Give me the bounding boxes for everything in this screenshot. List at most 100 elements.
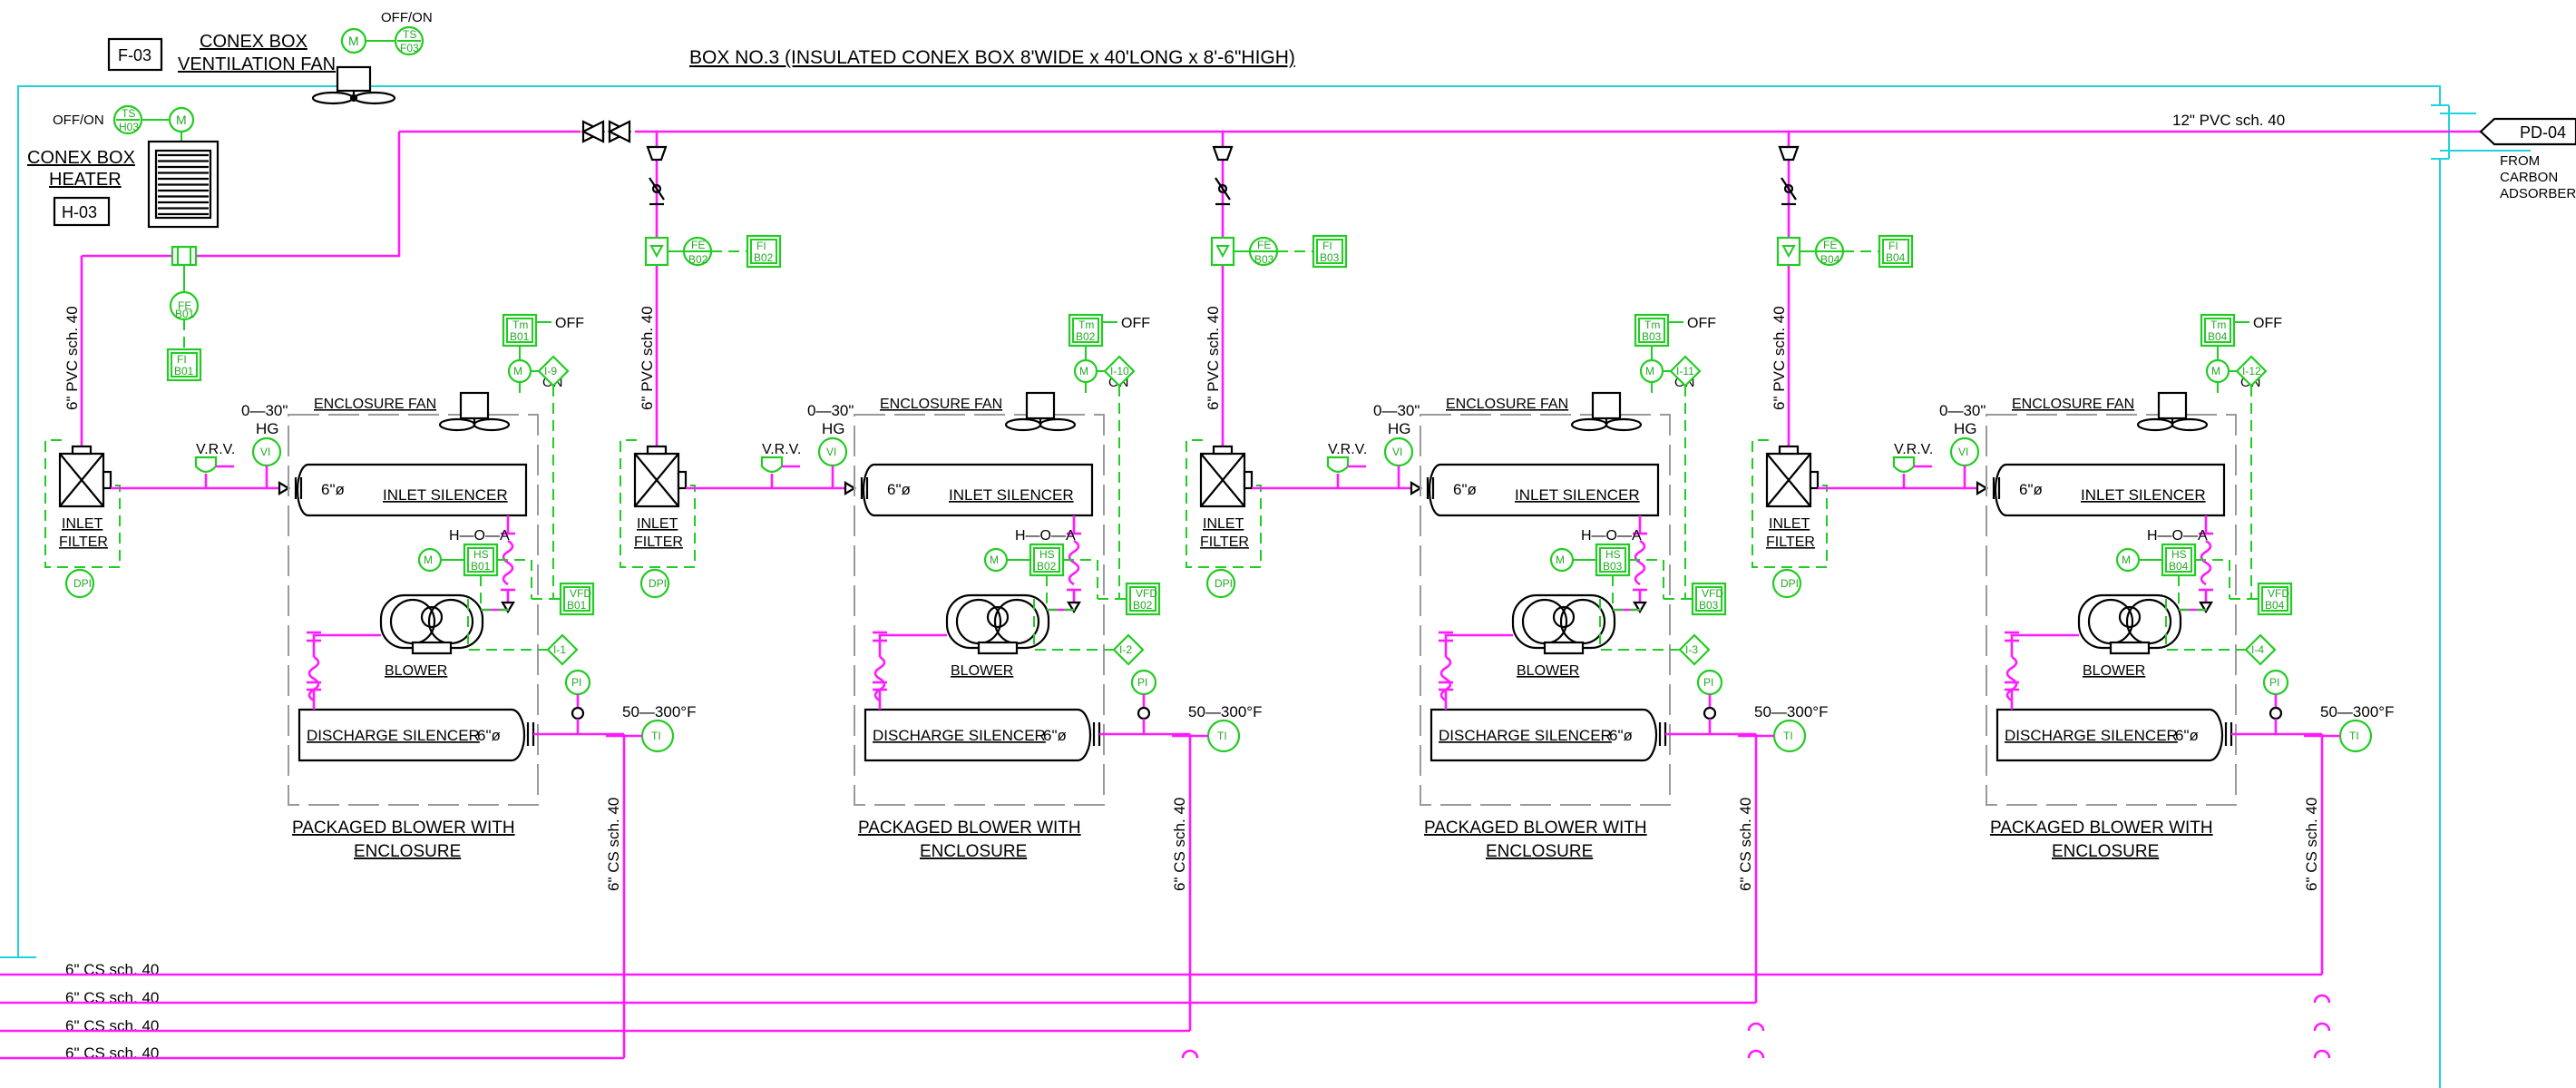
- discharge-size-label: 6"ø: [477, 727, 501, 744]
- package-label-1: PACKAGED BLOWER WITH: [292, 818, 515, 838]
- flow-tube: [644, 236, 669, 267]
- vac-range-1: 0—30": [1939, 402, 1986, 419]
- enclosure-fan-blade-r: [2171, 417, 2209, 432]
- hand-switch-label-bottom: B03: [1603, 560, 1623, 573]
- crossover-gap: [1183, 1052, 1197, 1064]
- flow-tube-arrow: [1781, 245, 1796, 259]
- process-header: 12" PVC sch. 40 PD-04 FROM CARBON ADSORB…: [206, 112, 2576, 258]
- crossover-arc: [1181, 1049, 1199, 1059]
- hoa-label: H—O—A: [1015, 528, 1076, 544]
- enclosure-fan-blade-r: [1605, 417, 1643, 432]
- blower-discharge-pipe: [878, 633, 947, 657]
- heater-tag: H-03: [62, 203, 97, 221]
- temperature-switch-label-bottom: B04: [2208, 330, 2228, 343]
- hs-signal: [480, 575, 513, 611]
- hand-switch-label-top: HS: [1039, 548, 1055, 561]
- vacuum-indicator-label-top: VI: [260, 446, 270, 458]
- flow-tube-arrow: [1215, 245, 1230, 259]
- vacuum-relief-valve: [1892, 456, 1916, 474]
- crossover-arc: [2313, 1049, 2331, 1059]
- flow-indicator-label-bottom: B02: [754, 251, 774, 264]
- crossover-gap: [2315, 1024, 2329, 1037]
- blower-base: [977, 641, 1019, 655]
- variable-frequency-drive-label-top: VFD: [570, 587, 591, 600]
- check-valve-dot: [1783, 183, 1794, 194]
- pi-snubber: [1703, 706, 1717, 720]
- fan-interlock-label: I-9: [544, 365, 557, 377]
- temp-range-label: 50—300°F: [1754, 703, 1828, 720]
- blower-lobe-2: [2125, 598, 2172, 645]
- vac-range-1: 0—30": [1373, 402, 1420, 419]
- temperature-switch-label-bottom: B01: [510, 330, 530, 343]
- blower-discharge-pipe: [312, 633, 381, 657]
- temperature-indicator: TI: [1772, 719, 1807, 753]
- hoa-label: H—O—A: [449, 528, 510, 544]
- flow-indicator-label-top: FI: [756, 240, 766, 252]
- flow-tube: [1210, 236, 1235, 267]
- discharge-silencer-label: DISCHARGE SILENCER: [307, 727, 480, 744]
- dpi-signal: [620, 439, 696, 568]
- fan-interlock: I-10: [1103, 355, 1136, 387]
- vacuum-indicator-label-top: VI: [1958, 446, 1968, 458]
- pi-snubber: [571, 706, 585, 720]
- fan-motor-starter: M: [1639, 358, 1664, 384]
- inlet-flow-arrow: [844, 481, 857, 495]
- pipe-crossovers: [1181, 994, 2331, 1064]
- differential-pressure-indicator: DPI: [639, 568, 670, 599]
- blower-motor-starter-label-top: M: [424, 554, 433, 566]
- enclosure-fan-blade-l: [2136, 417, 2174, 432]
- header-pipe-label: 12" PVC sch. 40: [2172, 112, 2285, 129]
- enclosure-fan-motor: [459, 391, 490, 420]
- blower-rotor: [420, 605, 444, 629]
- inlet-filter-outlet: [102, 470, 112, 490]
- inlet-silencer: [862, 463, 1094, 517]
- check-valve-body: [1781, 177, 1797, 201]
- temperature-indicator-label-top: TI: [651, 730, 661, 742]
- enclosure-fan-motor: [1591, 391, 1622, 420]
- enclosure-fan-motor: [1025, 391, 1056, 420]
- fan-motor-starter-label-top: M: [2211, 365, 2220, 377]
- inlet-filter-label-1: INLET: [637, 516, 678, 532]
- interlock-signal: [1033, 599, 1114, 651]
- blower-discharge-pipe: [2010, 633, 2079, 657]
- flow-element-label-bottom: B02: [688, 253, 708, 266]
- fan-motor-starter-label-top: M: [1645, 365, 1654, 377]
- flow-indicator-label-bottom: B03: [1320, 251, 1340, 264]
- vac-range-1: 0—30": [241, 402, 288, 419]
- pressure-indicator: PI: [1696, 669, 1723, 696]
- hand-switch-label-top: HS: [2171, 548, 2187, 561]
- blower-motor-starter-label-top: M: [2122, 554, 2131, 566]
- package-label-2: ENCLOSURE: [920, 842, 1027, 861]
- pressure-indicator: PI: [1130, 669, 1157, 696]
- hs-signal: [1612, 575, 1645, 611]
- vent-fan-ts-top: TS: [403, 28, 416, 41]
- fan-interlock-label: I-11: [1676, 365, 1694, 377]
- b01-flow-element-label-top: FE: [178, 299, 191, 312]
- discharge-pipe-label: 6" CS sch. 40: [1171, 798, 1188, 891]
- fan-interlock-label: I-12: [2242, 365, 2261, 377]
- vrv-label: V.R.V.: [196, 442, 235, 457]
- conex-box-boundary: [0, 85, 2531, 1088]
- vac-range-2: HG: [822, 420, 845, 437]
- from-line-1: FROM: [2500, 153, 2540, 169]
- hoa-label: H—O—A: [1581, 528, 1642, 544]
- pi-snubber: [2269, 706, 2283, 720]
- fan-off-label: OFF: [2253, 316, 2282, 331]
- blower-enclosure: [288, 414, 539, 806]
- blower-motor-starter: M: [1549, 547, 1575, 573]
- pressure-indicator-label-top: PI: [571, 676, 581, 689]
- vrv-label: V.R.V.: [1894, 442, 1933, 457]
- inlet-filter-x2: [59, 453, 104, 507]
- inlet-filter-outlet: [1809, 470, 1820, 490]
- riser-pipe-label: 6" PVC sch. 40: [639, 306, 656, 410]
- ball-valve-handle: [1212, 145, 1234, 162]
- discharge-flex: [2005, 655, 2018, 702]
- blower-enclosure: [1986, 414, 2237, 806]
- blower-base: [411, 641, 453, 655]
- suction-arrow: [1633, 601, 1647, 614]
- discharge-silencer: [864, 708, 1092, 762]
